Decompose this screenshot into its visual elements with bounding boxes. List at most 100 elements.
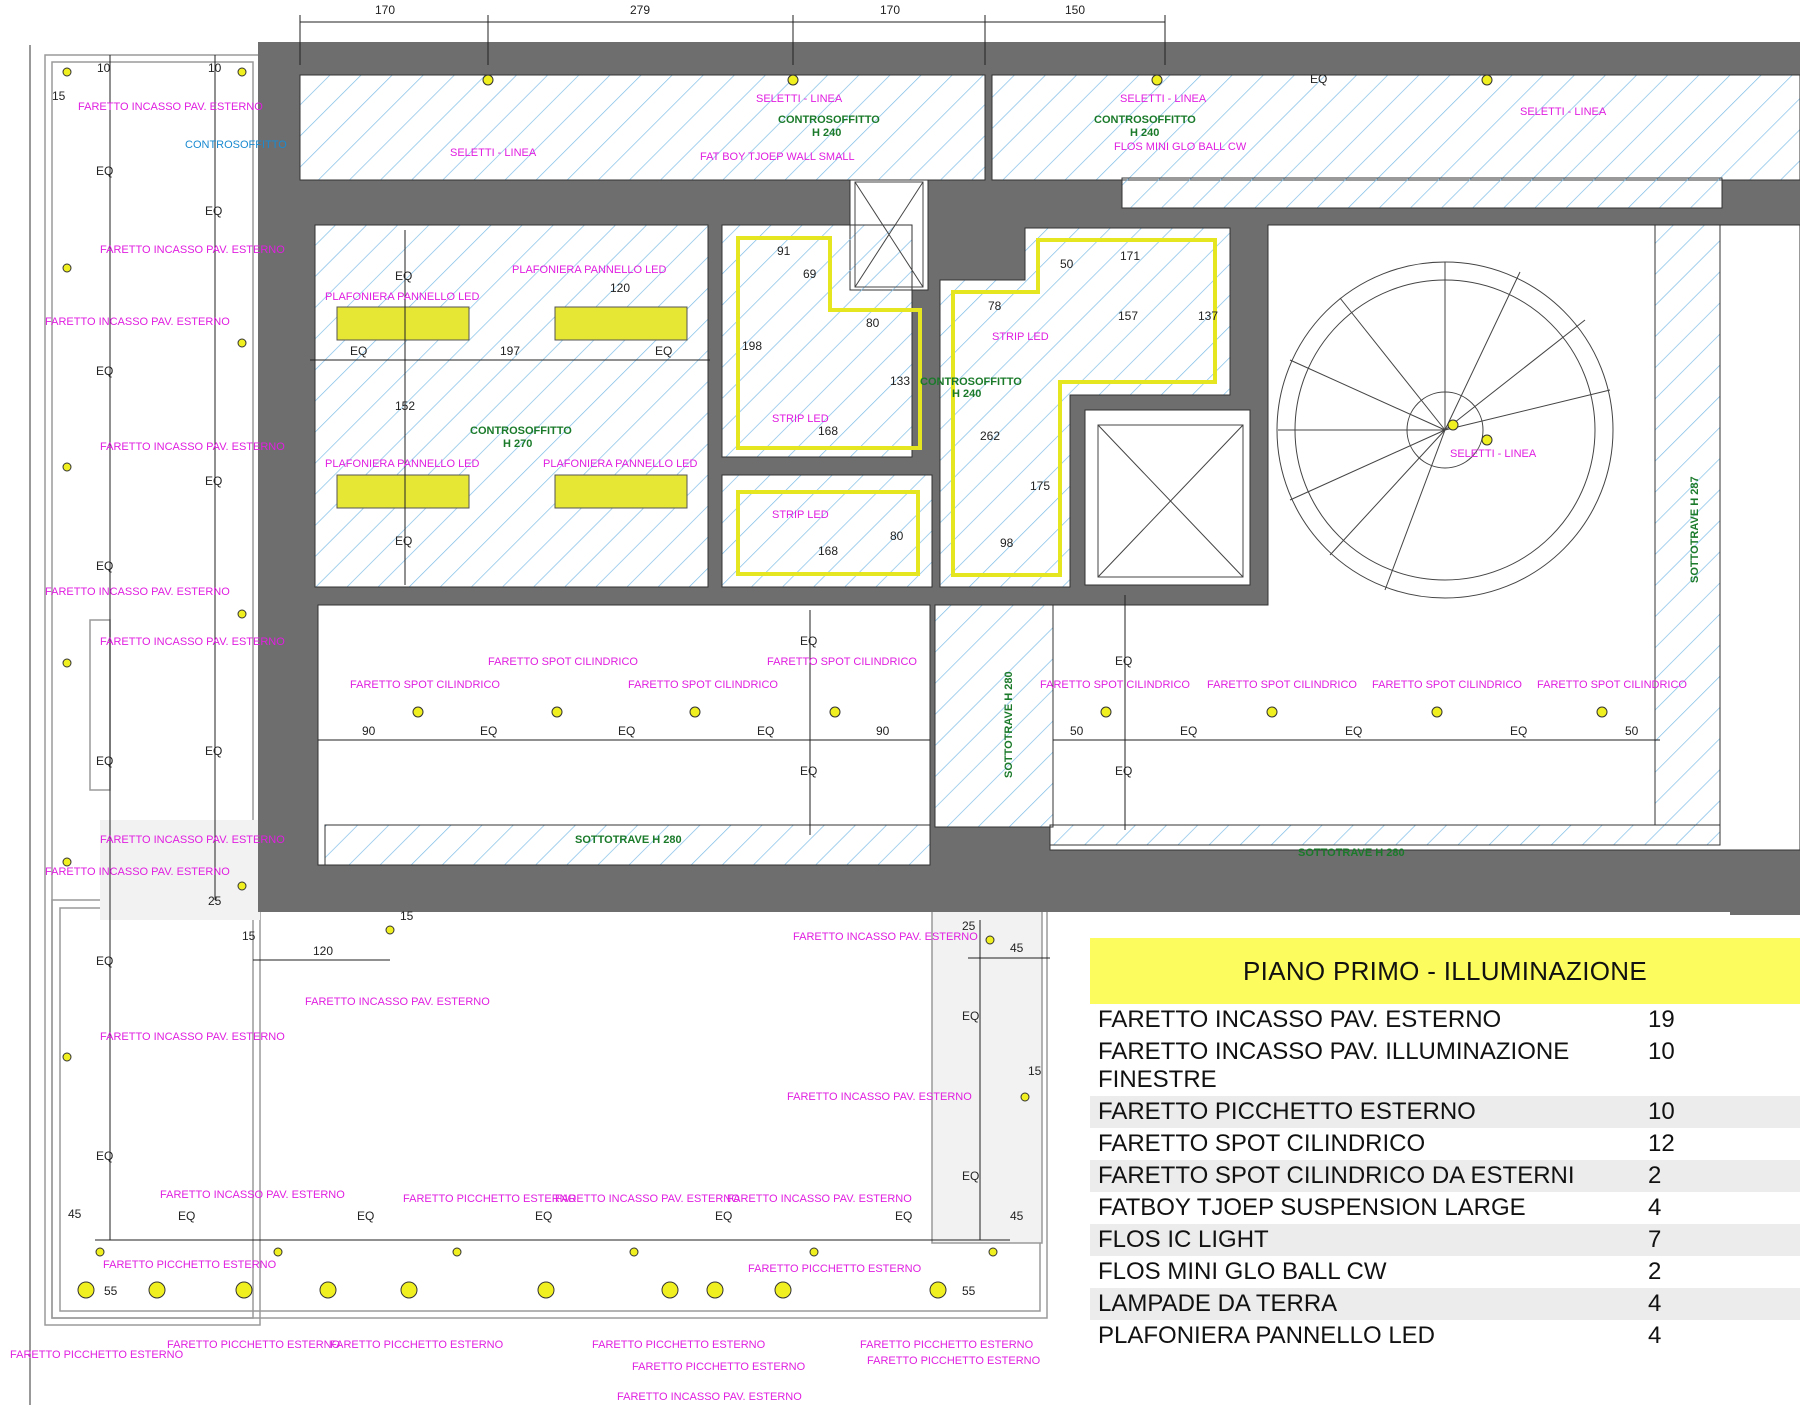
dim-45b: 45 (68, 1207, 82, 1221)
ceiling-hatch (299, 74, 1800, 866)
label-incasso-13: FARETTO INCASSO PAV. ESTERNO (160, 1189, 345, 1201)
dim-eq-18: EQ (1345, 724, 1362, 738)
legend-row-name: FATBOY TJOEP SUSPENSION LARGE (1098, 1194, 1526, 1221)
label-contro-2: CONTROSOFFITTO (1094, 114, 1196, 126)
label-spot-3: FARETTO SPOT CILINDRICO (628, 679, 778, 691)
legend-row-name: FARETTO PICCHETTO ESTERNO (1098, 1098, 1476, 1125)
dim-eq-7: EQ (96, 754, 113, 768)
label-picchetto-10: FARETTO PICCHETTO ESTERNO (867, 1355, 1041, 1367)
legend-row-name: LAMPADE DA TERRA (1098, 1290, 1338, 1317)
label-incasso-9: FARETTO INCASSO PAV. ESTERNO (100, 1031, 285, 1043)
legend-row-count: 19 (1648, 1006, 1675, 1033)
label-contro-1: CONTROSOFFITTO (778, 114, 880, 126)
dim-15a: 15 (52, 89, 66, 103)
label-plafoniera-3: PLAFONIERA PANNELLO LED (325, 458, 480, 470)
label-contro-3: CONTROSOFFITTO (470, 425, 572, 437)
label-picchetto-7: FARETTO PICCHETTO ESTERNO (592, 1339, 766, 1351)
legend-row: FARETTO SPOT CILINDRICO DA ESTERNI 2 (1090, 1160, 1800, 1192)
dim-top-4: 150 (1065, 3, 1085, 17)
label-picchetto-1: FARETTO PICCHETTO ESTERNO (403, 1193, 577, 1205)
dim-eq-25: EQ (962, 1169, 979, 1183)
label-picchetto-8: FARETTO PICCHETTO ESTERNO (632, 1361, 806, 1373)
label-spot-8: FARETTO SPOT CILINDRICO (1537, 679, 1687, 691)
dim-eq-23: EQ (1115, 764, 1132, 778)
dim-50a: 50 (1060, 257, 1074, 271)
label-incasso-6: FARETTO INCASSO PAV. ESTERNO (100, 636, 285, 648)
label-plafoniera-2: PLAFONIERA PANNELLO LED (512, 264, 667, 276)
label-h240-2: H 240 (1130, 127, 1159, 139)
dim-eq-11: EQ (655, 344, 672, 358)
dim-10b: 10 (208, 61, 222, 75)
dim-168b: 168 (818, 544, 838, 558)
dim-80a: 80 (866, 316, 880, 330)
dim-eq-28: EQ (535, 1209, 552, 1223)
label-picchetto-6: FARETTO PICCHETTO ESTERNO (330, 1339, 504, 1351)
dim-197: 197 (500, 344, 520, 358)
label-picchetto-4: FARETTO PICCHETTO ESTERNO (10, 1349, 184, 1361)
dim-top-2: 279 (630, 3, 650, 17)
dim-171: 171 (1120, 249, 1140, 263)
ceiling-labels: CONTROSOFFITTO H 240 CONTROSOFFITTO H 24… (185, 114, 1701, 859)
dim-45c: 45 (1010, 1209, 1024, 1223)
dim-25a: 25 (208, 894, 222, 908)
dim-120a: 120 (610, 281, 630, 295)
legend-row-count: 2 (1648, 1258, 1662, 1285)
dim-175: 175 (1030, 479, 1050, 493)
label-sottotrave-1: SOTTOTRAVE H 280 (575, 834, 682, 846)
label-sottotrave-2: SOTTOTRAVE H 280 (1298, 847, 1405, 859)
label-spot-2: FARETTO SPOT CILINDRICO (488, 656, 638, 668)
dim-80b: 80 (890, 529, 904, 543)
legend-row-count: 10 (1648, 1038, 1675, 1065)
legend-title: PIANO PRIMO - ILLUMINAZIONE (1090, 938, 1800, 1004)
dim-45a: 45 (1010, 941, 1024, 955)
label-incasso-3: FARETTO INCASSO PAV. ESTERNO (45, 316, 230, 328)
label-incasso-12: FARETTO INCASSO PAV. ESTERNO (787, 1091, 972, 1103)
lighting-legend-table: PIANO PRIMO - ILLUMINAZIONE FARETTO INCA… (1090, 938, 1800, 1358)
dim-eq-5: EQ (96, 559, 113, 573)
fixture-labels: FARETTO INCASSO PAV. ESTERNO FARETTO INC… (10, 93, 1687, 1403)
dim-top-3: 170 (880, 3, 900, 17)
label-incasso-14: FARETTO INCASSO PAV. ESTERNO (555, 1193, 740, 1205)
dim-eq-30: EQ (895, 1209, 912, 1223)
dim-10a: 10 (97, 61, 111, 75)
legend-row-count: 10 (1648, 1098, 1675, 1125)
dim-eq-29: EQ (715, 1209, 732, 1223)
dim-eq-8: EQ (96, 954, 113, 968)
label-h240-1: H 240 (812, 127, 841, 139)
dim-eq-26: EQ (178, 1209, 195, 1223)
stair-shafts (854, 181, 1614, 599)
label-incasso-11: FARETTO INCASSO PAV. ESTERNO (793, 931, 978, 943)
legend-row: LAMPADE DA TERRA 4 (1090, 1288, 1800, 1320)
dim-eq-14: EQ (480, 724, 497, 738)
label-incasso-8: FARETTO INCASSO PAV. ESTERNO (45, 866, 230, 878)
dim-262: 262 (980, 429, 1000, 443)
label-seletti-4: SELETTI - LINEA (1520, 106, 1607, 118)
dim-168a: 168 (818, 424, 838, 438)
dim-50c: 50 (1625, 724, 1639, 738)
dim-eq-6: EQ (205, 744, 222, 758)
label-sottotrave-3: SOTTOTRAVE H 280 (1003, 671, 1015, 778)
dim-eq-15: EQ (618, 724, 635, 738)
legend-row-count: 4 (1648, 1194, 1662, 1221)
dim-120b: 120 (313, 944, 333, 958)
dim-eq-22: EQ (1115, 654, 1132, 668)
label-spot-5: FARETTO SPOT CILINDRICO (1040, 679, 1190, 691)
label-contro-blue: CONTROSOFFITTO (185, 139, 287, 151)
dim-25b: 25 (962, 919, 976, 933)
label-flos-mini: FLOS MINI GLO BALL CW (1114, 141, 1247, 153)
label-seletti-2: SELETTI - LINEA (756, 93, 843, 105)
label-strip-3: STRIP LED (992, 331, 1049, 343)
legend-row: FLOS IC LIGHT 7 (1090, 1224, 1800, 1256)
dim-eq-2: EQ (205, 204, 222, 218)
legend-row-name: FLOS IC LIGHT (1098, 1226, 1269, 1253)
dim-152: 152 (395, 399, 415, 413)
dim-eq-17: EQ (1180, 724, 1197, 738)
label-plafoniera-1: PLAFONIERA PANNELLO LED (325, 291, 480, 303)
legend-row-name: PLAFONIERA PANNELLO LED (1098, 1322, 1436, 1349)
label-picchetto-3: FARETTO PICCHETTO ESTERNO (748, 1263, 922, 1275)
label-seletti-3: SELETTI - LINEA (1120, 93, 1207, 105)
label-strip-2: STRIP LED (772, 509, 829, 521)
legend-row-count: 4 (1648, 1322, 1662, 1349)
label-picchetto-5: FARETTO PICCHETTO ESTERNO (167, 1339, 341, 1351)
legend-row-count: 12 (1648, 1130, 1675, 1157)
